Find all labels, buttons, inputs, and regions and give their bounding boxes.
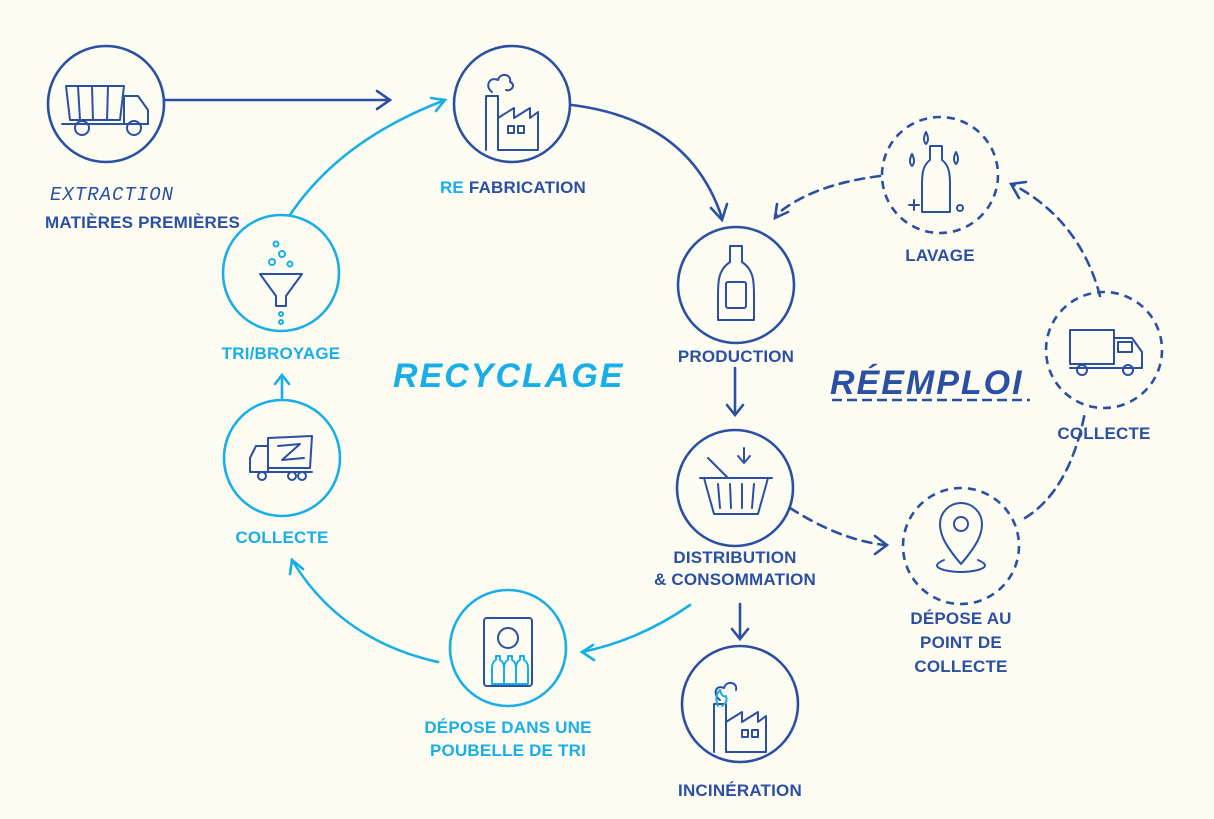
lavage-label: LAVAGE — [905, 246, 975, 265]
recycling-title: RECYCLAGE — [393, 357, 625, 395]
production-node — [676, 225, 796, 345]
fabrication-word: FABRICATION — [468, 178, 587, 197]
bottle-icon — [717, 245, 755, 321]
distribution-node — [675, 428, 795, 548]
arrowhead — [725, 403, 745, 418]
extraction-node — [46, 44, 166, 164]
recycling-bin-node — [448, 588, 568, 708]
reuse-depose-line3: COLLECTE — [914, 657, 1008, 676]
arrowhead — [429, 96, 448, 113]
arrow-lavage-to-production — [773, 174, 882, 218]
lavage-node — [880, 115, 1000, 235]
arrow-collecte-to-lavage — [1010, 182, 1102, 298]
distribution-label-line1: DISTRIBUTION — [673, 548, 797, 567]
reuse-depose-node — [901, 486, 1021, 606]
reuse-collecte-node — [1044, 290, 1164, 410]
factory-icon — [485, 74, 539, 151]
arrowhead — [1008, 180, 1028, 200]
funnel-icon — [259, 240, 303, 325]
garbage-truck-icon — [249, 435, 313, 481]
basket-icon — [699, 447, 773, 515]
arrowhead — [773, 202, 790, 221]
extraction-subtitle: MATIÈRES PREMIÈRES — [45, 213, 241, 232]
arrow-distribution-to-bin — [580, 603, 692, 654]
arrow-distribution-to-depose — [788, 506, 887, 547]
arrowhead — [375, 89, 393, 111]
arrowhead — [579, 643, 596, 662]
arrowhead — [288, 557, 305, 576]
map-pin-icon — [936, 502, 986, 573]
arrowhead — [273, 372, 291, 386]
factory-fire-icon — [713, 682, 767, 753]
reuse-title: RÉEMPLOI — [830, 364, 1024, 402]
recycling-collecte-node — [222, 398, 342, 518]
fabrication-node — [452, 44, 572, 164]
recycling-collecte-label: COLLECTE — [235, 528, 329, 547]
arrowhead — [873, 534, 890, 556]
reuse-depose-line1: DÉPOSE AU — [910, 609, 1012, 628]
production-label: PRODUCTION — [677, 347, 795, 366]
arrowhead — [730, 627, 750, 642]
arrow-fabrication-to-production — [570, 103, 724, 220]
recycling-bin-icon — [483, 617, 533, 687]
delivery-truck-icon — [1069, 329, 1143, 376]
fabrication-label: RE FABRICATION — [433, 177, 593, 199]
extraction-title: EXTRACTION — [50, 184, 175, 206]
arrow-bin-to-collecte — [290, 558, 440, 664]
arrowhead — [709, 202, 729, 223]
dump-truck-icon — [61, 85, 149, 136]
incineration-node — [680, 644, 800, 764]
recycling-depose-line2: POUBELLE DE TRI — [429, 741, 586, 760]
reuse-depose-line2: POINT DE — [920, 633, 1002, 652]
washing-bottle-icon — [908, 131, 964, 213]
tri-label: TRI/BROYAGE — [221, 344, 341, 363]
recycling-depose-line1: DÉPOSE DANS UNE — [424, 718, 592, 737]
arrow-depose-to-collecte — [1023, 410, 1087, 520]
incineration-label: INCINÉRATION — [678, 781, 802, 800]
fabrication-prefix: RE — [439, 178, 464, 197]
tri-node — [221, 213, 341, 333]
distribution-label-line2: & CONSOMMATION — [653, 570, 817, 589]
connectors — [163, 89, 1102, 664]
arrow-tri-to-fabrication — [288, 98, 447, 217]
reuse-collecte-label: COLLECTE — [1057, 424, 1151, 443]
